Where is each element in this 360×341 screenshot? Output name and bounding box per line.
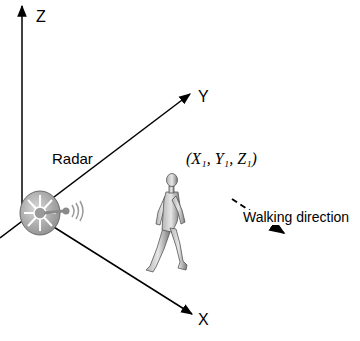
radar-label: Radar — [52, 151, 93, 168]
axis-label: Z — [36, 8, 46, 26]
direction-label: Walking direction — [242, 210, 350, 225]
human-figure — [146, 174, 187, 273]
position-label: (X₁, Y₁, Z₁) — [186, 150, 257, 168]
radar-symbol — [20, 191, 83, 235]
axis-label: X — [198, 311, 209, 329]
axis-label: Y — [198, 88, 209, 106]
y-axis — [0, 94, 190, 238]
z-axis — [21, 6, 23, 222]
